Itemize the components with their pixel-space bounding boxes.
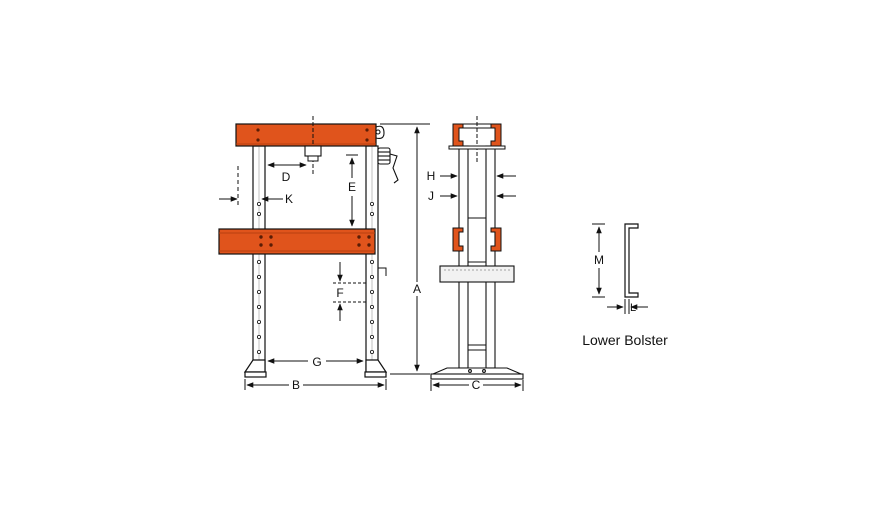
dimension-A: A	[380, 123, 430, 375]
label-E: E	[348, 180, 356, 194]
label-G: G	[312, 355, 321, 369]
dimension-J: J	[428, 189, 516, 203]
side-base	[430, 367, 524, 380]
dimension-D: D	[267, 162, 307, 184]
label-B: B	[292, 378, 300, 392]
lower-bolster-detail: M L Lower Bolster	[582, 223, 668, 348]
side-bed-plate	[439, 265, 515, 283]
dimension-G: G	[267, 355, 364, 369]
label-H: H	[427, 169, 436, 183]
lower-bolster-caption: Lower Bolster	[582, 332, 668, 348]
front-feet	[243, 359, 388, 378]
side-lower-channels	[452, 227, 502, 252]
label-K: K	[285, 192, 293, 206]
label-C: C	[472, 378, 481, 392]
ram-cylinder	[304, 145, 322, 162]
label-J: J	[428, 189, 434, 203]
dimension-E: E	[346, 154, 358, 227]
upright-holes	[256, 201, 374, 354]
label-L: L	[630, 302, 636, 314]
label-M: M	[594, 253, 604, 267]
side-view: H J C	[427, 116, 524, 392]
label-A: A	[413, 282, 421, 296]
lower-bolster-beam	[218, 228, 376, 255]
bolster-channel-profile	[624, 223, 639, 298]
hand-pump	[375, 125, 399, 184]
dimension-H: H	[427, 169, 516, 183]
dimension-F: F	[333, 262, 366, 321]
pin-hook	[378, 267, 387, 276]
dimension-K: K	[219, 166, 293, 206]
label-D: D	[282, 170, 291, 184]
front-view: D E K F G	[218, 116, 430, 392]
side-top-channels	[448, 116, 506, 162]
label-F: F	[336, 286, 343, 300]
dimension-B: B	[244, 378, 387, 392]
dimension-C: C	[430, 378, 524, 392]
top-crossbeam	[235, 123, 377, 147]
